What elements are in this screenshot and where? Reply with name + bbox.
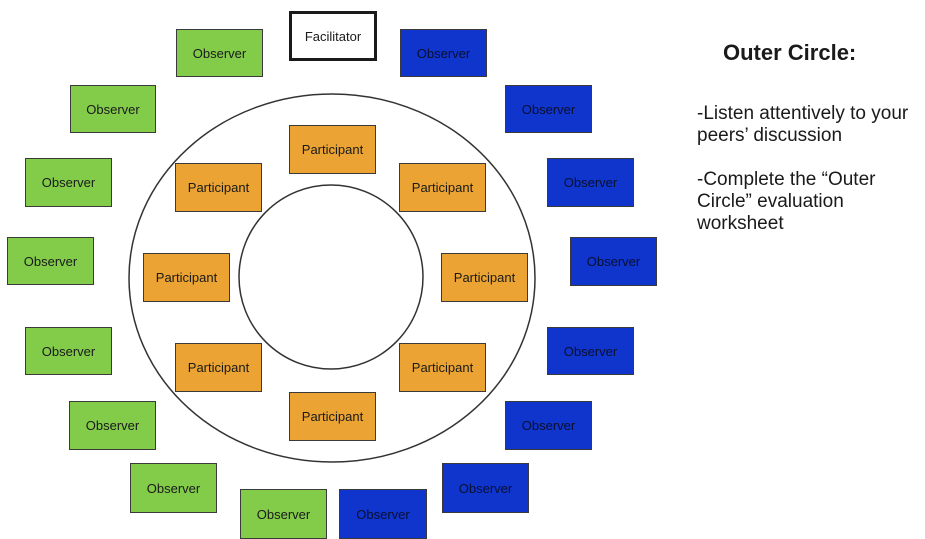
outer-circle-notes: Outer Circle: -Listen attentively to you… <box>697 38 922 235</box>
observer-label: Observer <box>41 175 96 190</box>
observer-label: Observer <box>563 343 618 359</box>
participant-top-right: Participant <box>399 163 486 212</box>
observer-label: Observer <box>458 480 513 496</box>
observer-label: Observer <box>85 418 140 433</box>
observer-right-2: Observer <box>505 85 592 133</box>
participant-bottom-right: Participant <box>399 343 486 392</box>
observer-label: Observer <box>41 343 96 359</box>
facilitator-box: Facilitator <box>289 11 377 61</box>
participant-left: Participant <box>143 253 230 302</box>
observer-right-8: Observer <box>339 489 427 539</box>
participant-top: Participant <box>289 125 376 174</box>
observer-label: Observer <box>86 101 140 117</box>
observer-label: Observer <box>256 506 311 522</box>
observer-right-7: Observer <box>442 463 529 513</box>
participant-label: Participant <box>301 409 364 424</box>
observer-right-4: Observer <box>570 237 657 286</box>
observer-left-7: Observer <box>130 463 217 513</box>
observer-label: Observer <box>521 418 576 433</box>
participant-bottom-left: Participant <box>175 343 262 392</box>
participant-top-left: Participant <box>175 163 262 212</box>
note-item-listen: -Listen attentively to your peers’ discu… <box>697 103 909 146</box>
observer-right-6: Observer <box>505 401 592 450</box>
notes-heading: Outer Circle: <box>723 40 857 65</box>
observer-label: Observer <box>521 101 576 117</box>
outer-circle <box>128 93 536 463</box>
observer-right-3: Observer <box>547 158 634 207</box>
observer-label: Observer <box>563 175 618 190</box>
observer-label: Observer <box>146 480 201 496</box>
observer-left-6: Observer <box>69 401 156 450</box>
observer-right-5: Observer <box>547 327 634 375</box>
observer-left-2: Observer <box>70 85 156 133</box>
participant-label: Participant <box>411 360 474 375</box>
observer-left-8: Observer <box>240 489 327 539</box>
participant-label: Participant <box>453 270 516 285</box>
participant-bottom: Participant <box>289 392 376 441</box>
observer-label: Observer <box>586 254 641 269</box>
participant-label: Participant <box>301 142 364 157</box>
observer-label: Observer <box>356 506 410 522</box>
observer-left-3: Observer <box>25 158 112 207</box>
participant-label: Participant <box>187 360 250 375</box>
facilitator-label: Facilitator <box>304 28 362 44</box>
participant-label: Participant <box>187 180 250 195</box>
observer-right-1: Observer <box>400 29 487 77</box>
note-item-worksheet: -Complete the “Outer Circle” evaluation … <box>697 169 876 234</box>
observer-left-5: Observer <box>25 327 112 375</box>
inner-circle <box>238 184 424 370</box>
participant-label: Participant <box>155 270 218 285</box>
observer-left-4: Observer <box>7 237 94 285</box>
participant-label: Participant <box>411 180 474 195</box>
observer-label: Observer <box>192 45 247 61</box>
observer-label: Observer <box>23 253 78 269</box>
participant-right: Participant <box>441 253 528 302</box>
observer-left-1: Observer <box>176 29 263 77</box>
observer-label: Observer <box>416 45 471 61</box>
